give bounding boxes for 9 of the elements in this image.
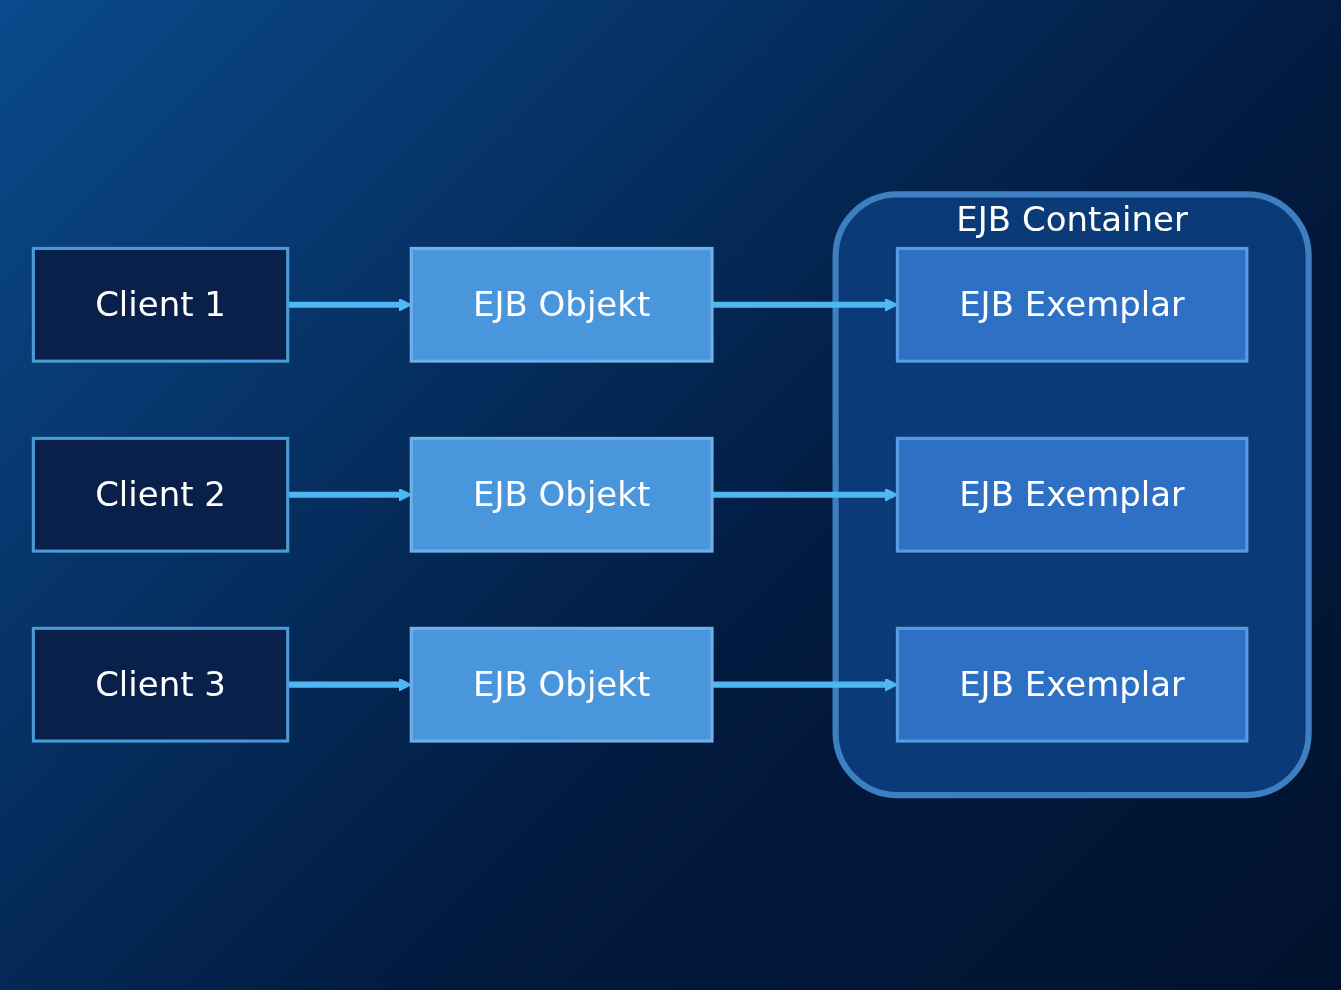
node-box: EJB Exemplar [895, 627, 1248, 743]
node-box: Client 2 [31, 437, 289, 553]
node-box: EJB Objekt [409, 437, 714, 553]
node-box: EJB Objekt [409, 627, 714, 743]
node-box: Client 1 [31, 247, 289, 363]
node-box: Client 3 [31, 627, 289, 743]
node-box: EJB Exemplar [895, 437, 1248, 553]
node-box: EJB Objekt [409, 247, 714, 363]
node-box: EJB Exemplar [895, 247, 1248, 363]
